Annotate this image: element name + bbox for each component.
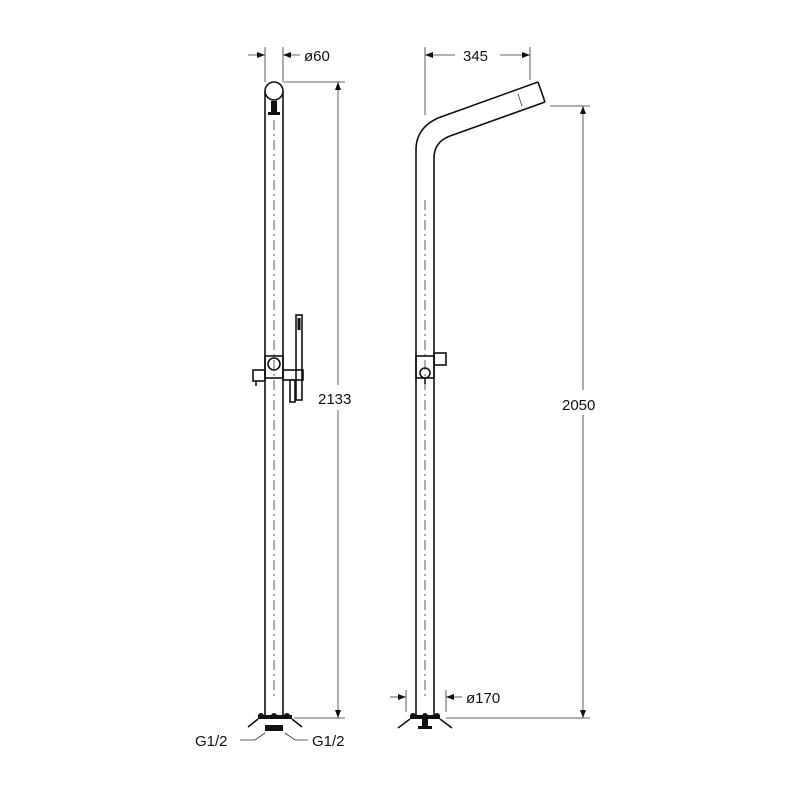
inlet-right-label: G1/2 (312, 733, 345, 750)
front-view: ø60 2133 G1/2 G1/2 (195, 47, 351, 750)
reach-345-label: 345 (463, 48, 488, 65)
height-2133-label: 2133 (318, 391, 351, 408)
front-base (247, 713, 303, 731)
hand-shower (295, 314, 303, 401)
inlet-left-label: G1/2 (195, 733, 228, 750)
shower-head (264, 81, 284, 101)
mixer-valve (252, 314, 304, 403)
diameter-60-label: ø60 (304, 48, 330, 65)
base-diameter-170-label: ø170 (466, 690, 500, 707)
height-2050-label: 2050 (562, 397, 595, 414)
side-view: 345 2050 ø170 (390, 47, 595, 729)
side-mixer (415, 352, 447, 384)
side-base (397, 713, 453, 729)
